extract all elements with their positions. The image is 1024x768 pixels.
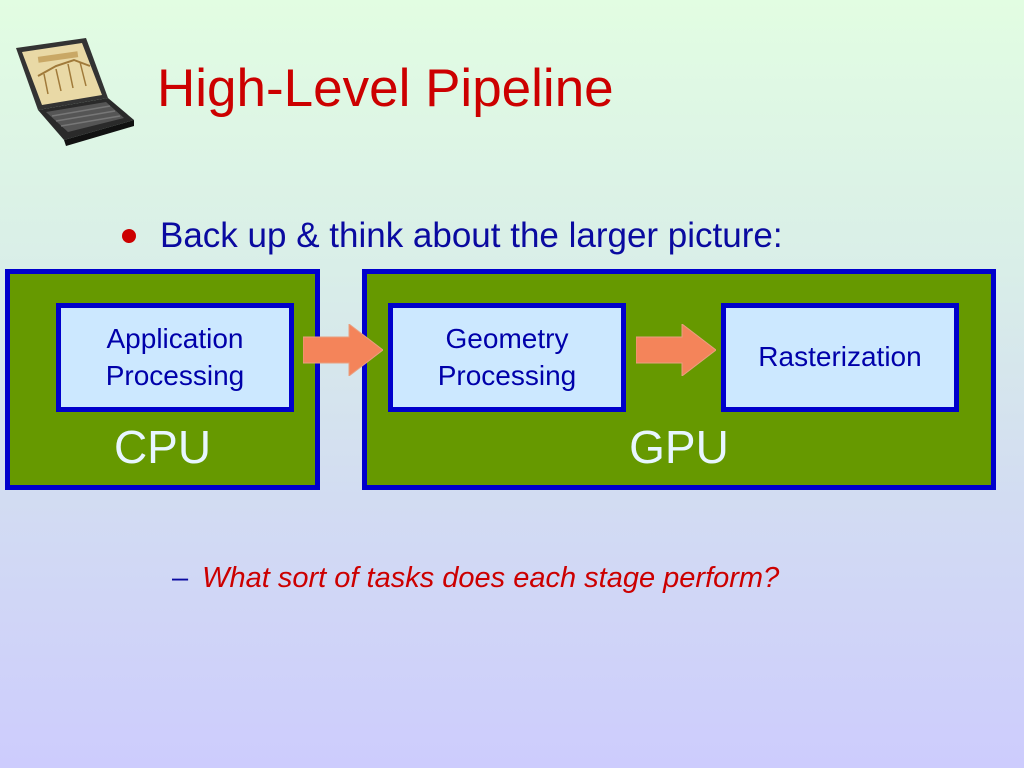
gpu-zone-label: GPU	[629, 421, 729, 473]
sub-bullet-text: What sort of tasks does each stage perfo…	[202, 562, 780, 594]
application-processing-stage: Application Processing	[56, 303, 294, 412]
main-bullet: Back up & think about the larger picture…	[122, 218, 783, 253]
main-bullet-text: Back up & think about the larger picture…	[160, 216, 783, 255]
cpu-zone-label: CPU	[113, 421, 212, 473]
sub-bullet-dash: –	[172, 562, 189, 594]
bullet-dot-icon	[122, 228, 136, 243]
rasterization-stage: Rasterization	[721, 303, 959, 412]
sub-bullet: – What sort of tasks does each stage per…	[172, 562, 779, 595]
slide-title: High-Level Pipeline	[157, 59, 614, 118]
geometry-processing-stage: Geometry Processing	[388, 303, 626, 412]
laptop-icon	[16, 38, 134, 146]
right-arrow-icon	[636, 324, 716, 376]
right-arrow-icon	[303, 324, 383, 376]
